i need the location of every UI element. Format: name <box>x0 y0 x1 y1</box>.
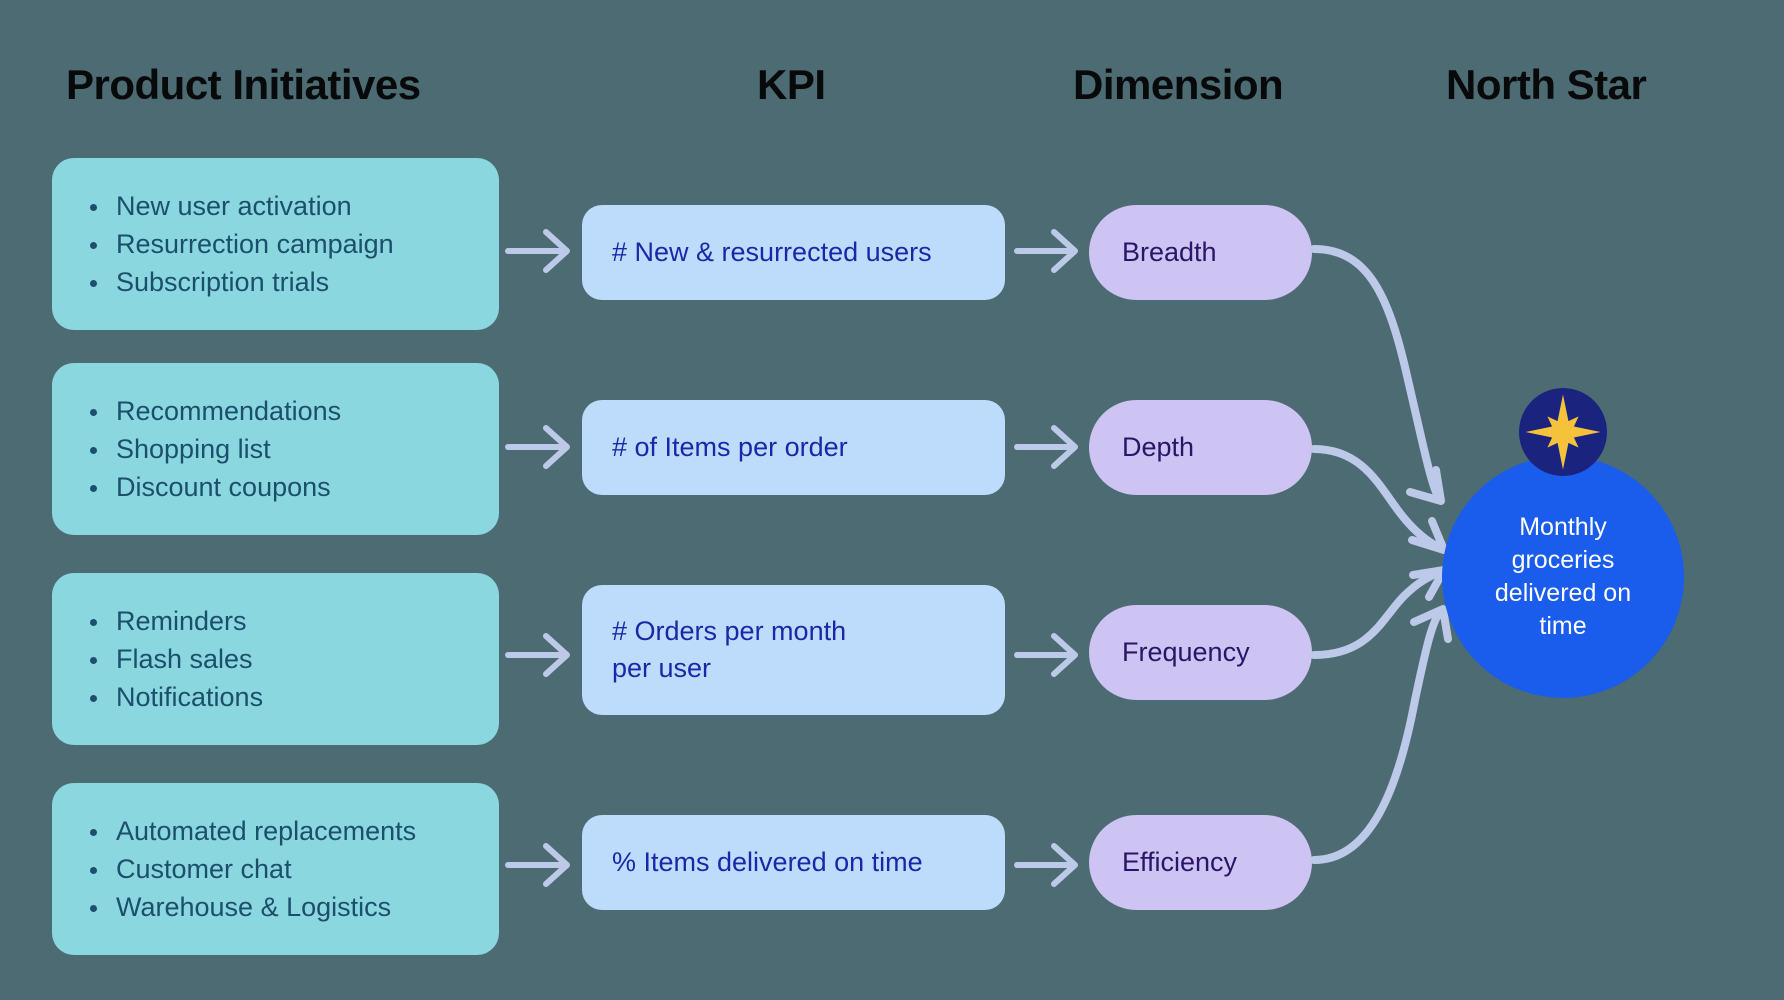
curved-arrow-icon-depth <box>1310 445 1448 554</box>
north-star-circle[interactable]: Monthly groceries delivered on time <box>1442 456 1684 698</box>
dimension-label: Frequency <box>1122 637 1250 667</box>
list-item: New user activation <box>82 187 473 225</box>
curved-arrow-icon-efficiency <box>1310 605 1452 864</box>
kpi-label: # of Items per order <box>612 432 848 463</box>
dimension-label: Breadth <box>1122 237 1217 267</box>
initiative-list: Automated replacements Customer chat War… <box>82 812 473 927</box>
kpi-label: # New & resurrected users <box>612 237 932 268</box>
list-item: Notifications <box>82 678 473 716</box>
list-item: Discount coupons <box>82 468 473 506</box>
column-header-kpi: KPI <box>757 61 826 108</box>
list-item: Shopping list <box>82 430 473 468</box>
dimension-label: Efficiency <box>1122 847 1238 877</box>
list-item: Flash sales <box>82 640 473 678</box>
arrow-right-icon-row-4 <box>505 843 570 887</box>
arrow-right-icon-kpi-4 <box>1014 843 1078 887</box>
initiative-card[interactable]: Recommendations Shopping list Discount c… <box>52 363 499 535</box>
column-header-product-initiatives: Product Initiatives <box>66 61 421 108</box>
kpi-card[interactable]: % Items delivered on time <box>582 815 1005 910</box>
kpi-label: # Orders per month per user <box>612 616 847 683</box>
initiative-card[interactable]: Automated replacements Customer chat War… <box>52 783 499 955</box>
list-item: Recommendations <box>82 392 473 430</box>
column-header-north-star: North Star <box>1446 61 1647 108</box>
initiative-card[interactable]: New user activation Resurrection campaig… <box>52 158 499 330</box>
column-header-dimension: Dimension <box>1073 61 1284 108</box>
arrow-right-icon-row-3 <box>505 633 570 677</box>
kpi-card[interactable]: # of Items per order <box>582 400 1005 495</box>
dimension-pill[interactable]: Depth <box>1089 400 1312 495</box>
arrow-right-icon-kpi-1 <box>1014 229 1078 273</box>
arrow-right-icon-kpi-2 <box>1014 425 1078 469</box>
dimension-label: Depth <box>1122 432 1195 462</box>
list-item: Subscription trials <box>82 263 473 301</box>
initiative-list: Reminders Flash sales Notifications <box>82 602 473 717</box>
arrow-right-icon-kpi-3 <box>1014 633 1078 677</box>
list-item: Automated replacements <box>82 812 473 850</box>
compass-star-icon <box>1519 388 1607 476</box>
kpi-card[interactable]: # Orders per month per user <box>582 585 1005 715</box>
dimension-pill[interactable]: Efficiency <box>1089 815 1312 910</box>
dimension-pill[interactable]: Frequency <box>1089 605 1312 700</box>
dimension-pill[interactable]: Breadth <box>1089 205 1312 300</box>
north-star-label: Monthly groceries delivered on time <box>1494 513 1632 640</box>
kpi-label: % Items delivered on time <box>612 847 923 878</box>
initiative-card[interactable]: Reminders Flash sales Notifications <box>52 573 499 745</box>
list-item: Resurrection campaign <box>82 225 473 263</box>
kpi-card[interactable]: # New & resurrected users <box>582 205 1005 300</box>
curved-arrow-icon-frequency <box>1310 566 1448 659</box>
list-item: Customer chat <box>82 850 473 888</box>
arrow-right-icon-row-1 <box>505 229 570 273</box>
list-item: Reminders <box>82 602 473 640</box>
north-star-group[interactable]: Monthly groceries delivered on time <box>1434 388 1684 698</box>
arrow-right-icon-row-2 <box>505 425 570 469</box>
list-item: Warehouse & Logistics <box>82 888 473 926</box>
initiative-list: Recommendations Shopping list Discount c… <box>82 392 473 507</box>
initiative-list: New user activation Resurrection campaig… <box>82 187 473 302</box>
curved-arrow-icon-breadth <box>1310 245 1445 505</box>
